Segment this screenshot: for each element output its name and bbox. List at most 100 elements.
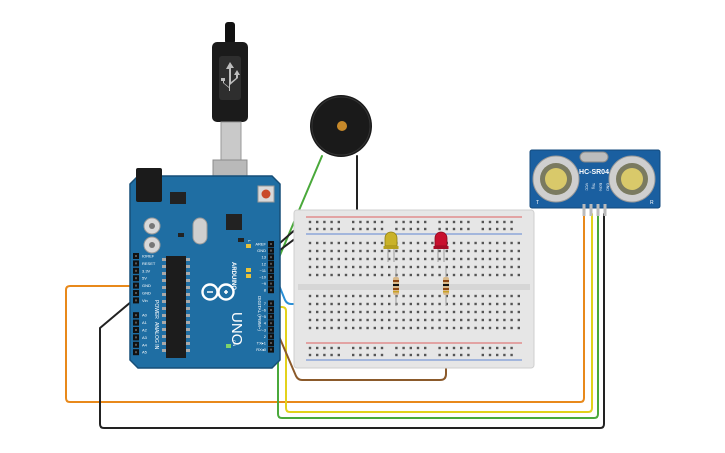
breadboard-hole[interactable] <box>517 302 520 306</box>
breadboard-hole[interactable] <box>460 318 463 322</box>
breadboard-hole[interactable] <box>460 302 463 306</box>
breadboard-hole[interactable] <box>402 294 405 298</box>
rail-hole[interactable] <box>503 227 506 231</box>
breadboard-hole[interactable] <box>344 257 348 261</box>
breadboard-hole[interactable] <box>323 265 326 269</box>
sensor-pin[interactable] <box>589 204 593 216</box>
breadboard-hole[interactable] <box>380 310 384 314</box>
rail-hole[interactable] <box>424 353 427 357</box>
breadboard-hole[interactable] <box>366 318 369 322</box>
breadboard-hole[interactable] <box>438 273 441 277</box>
breadboard-hole[interactable] <box>402 249 405 253</box>
rail-hole[interactable] <box>481 227 484 231</box>
breadboard-hole[interactable] <box>416 294 420 298</box>
breadboard-hole[interactable] <box>366 257 369 261</box>
breadboard-hole[interactable] <box>380 273 384 277</box>
breadboard-hole[interactable] <box>402 318 405 322</box>
breadboard-hole[interactable] <box>517 318 520 322</box>
rail-hole[interactable] <box>416 227 420 231</box>
rail-hole[interactable] <box>481 353 484 357</box>
breadboard-hole[interactable] <box>380 257 384 261</box>
rail-hole[interactable] <box>496 227 499 231</box>
breadboard-hole[interactable] <box>445 257 448 261</box>
rail-hole[interactable] <box>496 346 499 350</box>
breadboard-hole[interactable] <box>467 265 470 269</box>
breadboard-hole[interactable] <box>503 294 506 298</box>
breadboard-hole[interactable] <box>481 257 484 261</box>
resistor-yellow-led[interactable] <box>393 268 399 306</box>
rail-hole[interactable] <box>359 346 362 350</box>
breadboard-hole[interactable] <box>488 310 492 314</box>
breadboard-hole[interactable] <box>323 326 326 330</box>
breadboard-hole[interactable] <box>445 265 448 269</box>
breadboard-hole[interactable] <box>431 318 434 322</box>
rail-hole[interactable] <box>380 353 384 357</box>
breadboard-hole[interactable] <box>431 302 434 306</box>
breadboard-hole[interactable] <box>373 273 376 277</box>
rail-hole[interactable] <box>359 353 362 357</box>
breadboard-hole[interactable] <box>467 294 470 298</box>
breadboard-hole[interactable] <box>424 294 427 298</box>
breadboard-hole[interactable] <box>496 273 499 277</box>
breadboard-hole[interactable] <box>409 273 412 277</box>
rail-hole[interactable] <box>323 346 326 350</box>
breadboard-hole[interactable] <box>431 249 434 253</box>
led-yellow[interactable] <box>383 231 399 262</box>
rail-hole[interactable] <box>409 227 412 231</box>
breadboard-hole[interactable] <box>373 257 376 261</box>
breadboard-hole[interactable] <box>424 318 427 322</box>
rail-hole[interactable] <box>424 227 427 231</box>
breadboard-hole[interactable] <box>474 249 477 253</box>
breadboard-hole[interactable] <box>481 302 484 306</box>
breadboard-hole[interactable] <box>344 302 348 306</box>
breadboard-hole[interactable] <box>330 273 333 277</box>
rail-hole[interactable] <box>510 220 513 224</box>
breadboard-hole[interactable] <box>438 326 441 330</box>
rail-hole[interactable] <box>330 227 333 231</box>
breadboard-hole[interactable] <box>460 310 463 314</box>
rail-hole[interactable] <box>373 220 376 224</box>
breadboard-hole[interactable] <box>395 265 398 269</box>
breadboard-hole[interactable] <box>323 249 326 253</box>
breadboard-hole[interactable] <box>316 273 319 277</box>
breadboard-hole[interactable] <box>481 294 484 298</box>
breadboard-hole[interactable] <box>359 265 362 269</box>
breadboard-hole[interactable] <box>488 302 492 306</box>
rail-hole[interactable] <box>359 227 362 231</box>
rail-hole[interactable] <box>424 346 427 350</box>
breadboard-hole[interactable] <box>388 294 391 298</box>
breadboard-hole[interactable] <box>481 310 484 314</box>
breadboard-hole[interactable] <box>460 273 463 277</box>
breadboard-hole[interactable] <box>467 326 470 330</box>
rail-hole[interactable] <box>445 220 448 224</box>
rail-hole[interactable] <box>373 353 376 357</box>
breadboard-hole[interactable] <box>510 241 513 245</box>
breadboard-hole[interactable] <box>445 302 448 306</box>
breadboard-hole[interactable] <box>438 310 441 314</box>
breadboard-hole[interactable] <box>517 249 520 253</box>
breadboard-hole[interactable] <box>344 265 348 269</box>
rail-hole[interactable] <box>503 220 506 224</box>
rail-hole[interactable] <box>424 220 427 224</box>
breadboard-hole[interactable] <box>395 310 398 314</box>
breadboard-hole[interactable] <box>510 273 513 277</box>
breadboard-hole[interactable] <box>503 310 506 314</box>
breadboard-hole[interactable] <box>352 318 355 322</box>
rail-hole[interactable] <box>460 220 463 224</box>
arduino-uno[interactable]: ARDUINO UNO ON L IOREFRESET3.3V5VGNDGNDV… <box>129 168 281 369</box>
breadboard-hole[interactable] <box>510 310 513 314</box>
breadboard-hole[interactable] <box>452 326 456 330</box>
breadboard-hole[interactable] <box>474 257 477 261</box>
breadboard-hole[interactable] <box>452 310 456 314</box>
rail-hole[interactable] <box>337 353 340 357</box>
breadboard-hole[interactable] <box>452 257 456 261</box>
breadboard-hole[interactable] <box>308 257 312 261</box>
breadboard-hole[interactable] <box>323 318 326 322</box>
breadboard-hole[interactable] <box>510 294 513 298</box>
rail-hole[interactable] <box>380 220 384 224</box>
breadboard-hole[interactable] <box>323 294 326 298</box>
breadboard-hole[interactable] <box>380 326 384 330</box>
breadboard-hole[interactable] <box>380 294 384 298</box>
breadboard-hole[interactable] <box>510 249 513 253</box>
